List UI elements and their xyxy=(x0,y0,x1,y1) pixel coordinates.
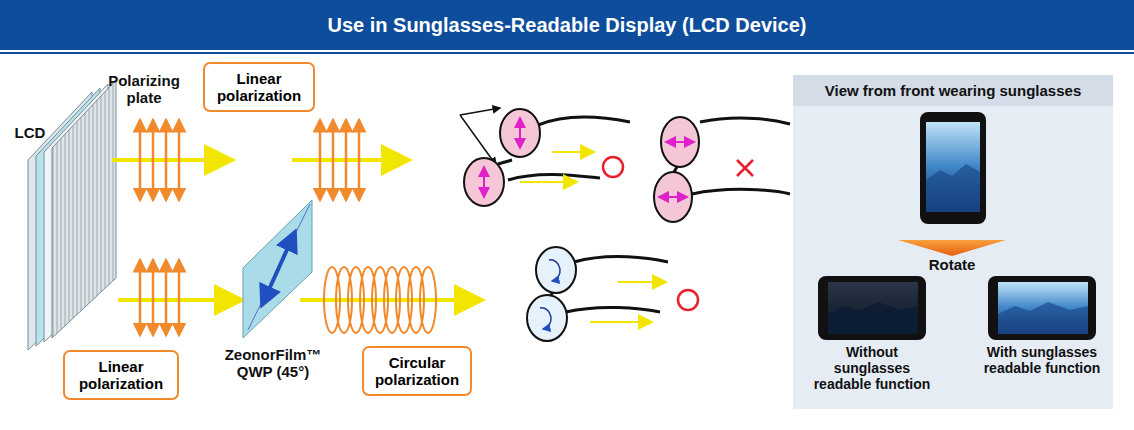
polarization-box: Linear polarization xyxy=(203,62,315,112)
caption-label: With sunglasses readable function xyxy=(968,344,1116,376)
panel-heading: View from front wearing sunglasses xyxy=(793,75,1113,106)
polarization-box: Circular polarization xyxy=(362,346,472,396)
box-label: Linear polarization xyxy=(71,358,171,393)
action-label: Rotate xyxy=(912,256,992,273)
polarization-box: Linear polarization xyxy=(63,350,179,400)
part-name: LCD xyxy=(10,124,50,141)
caption-label: Without sunglasses readable function xyxy=(806,344,938,392)
box-label: Linear polarization xyxy=(211,70,307,105)
box-label: Circular polarization xyxy=(370,354,464,389)
part-name: ZeonorFilm™ QWP (45°) xyxy=(208,346,338,381)
title-banner: Use in Sunglasses-Readable Display (LCD … xyxy=(0,0,1134,52)
part-name: Polarizing plate xyxy=(104,72,184,107)
